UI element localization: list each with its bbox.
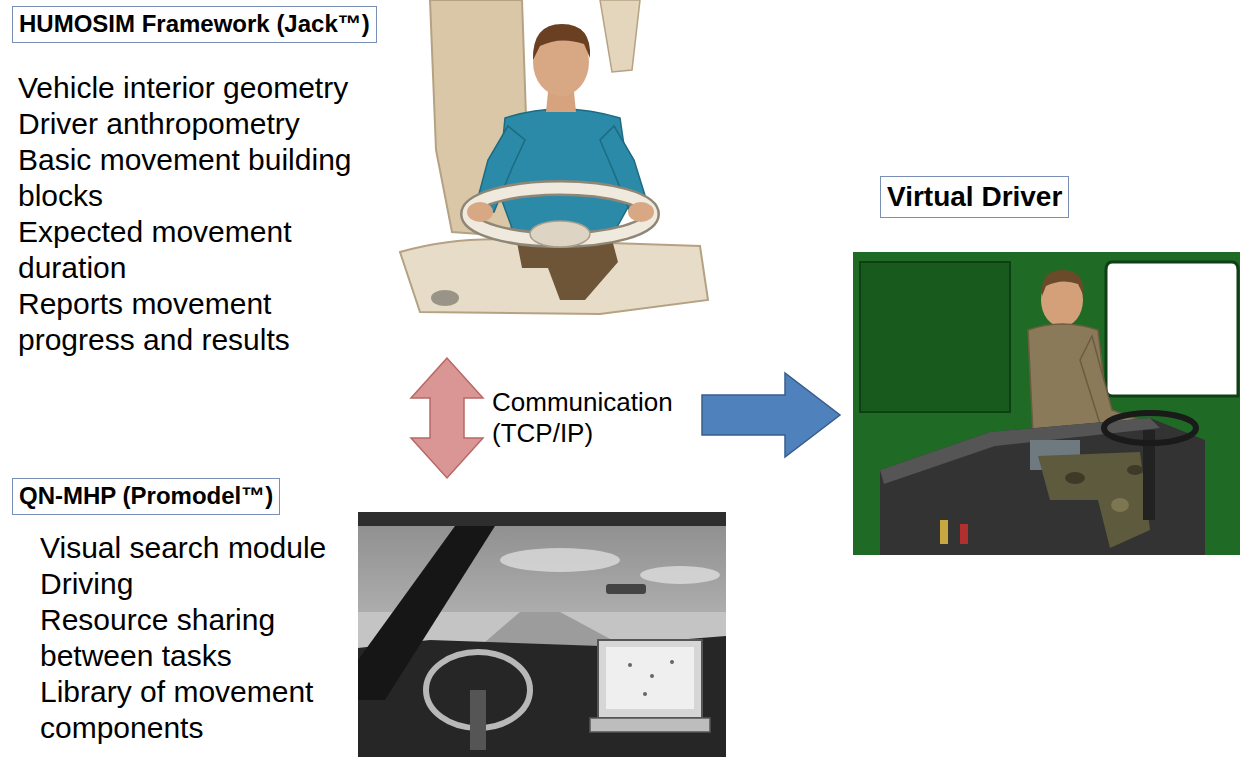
framework-title: Virtual Driver — [880, 176, 1069, 218]
cloud — [640, 566, 720, 584]
wheel-column — [470, 690, 486, 750]
feature-item: Visual search module — [40, 530, 358, 566]
laptop — [598, 640, 702, 718]
cab-window — [1106, 262, 1238, 396]
screen-dot — [650, 674, 654, 678]
screen-dot — [670, 660, 674, 664]
wheel-hub — [530, 221, 590, 247]
truck-dashboard — [880, 418, 1205, 555]
cab-wall — [853, 252, 1240, 555]
camo-spot — [1127, 465, 1143, 475]
right-hand — [628, 202, 654, 222]
laptop-screen — [606, 647, 694, 709]
node-group: HUMOSIM Framework (Jack™) Vehicle interio… — [12, 6, 702, 358]
feature-item: Expected movement duration — [18, 214, 390, 286]
lever — [940, 520, 948, 544]
mirror — [606, 584, 646, 594]
sky — [358, 512, 726, 757]
feature-list: Visual search moduleDrivingResource shar… — [40, 530, 358, 746]
driver-legs — [1038, 452, 1150, 548]
laptop-base — [590, 718, 710, 732]
camo-spot — [1111, 498, 1129, 512]
simulator-photo — [358, 512, 726, 757]
jack-driver-figure — [400, 0, 708, 314]
feature-item: Basic movement building blocks — [18, 142, 390, 214]
feature-item: Driver anthropometry — [18, 106, 390, 142]
screen-dot — [628, 663, 632, 667]
node-group: Virtual Driver — [840, 176, 1240, 556]
feature-list: Vehicle interior geometryDriver anthropo… — [18, 70, 390, 358]
lever — [960, 524, 968, 544]
feature-item: Resource sharing between tasks — [40, 602, 358, 674]
left-hand — [467, 202, 493, 222]
truck-cab-scene — [853, 252, 1240, 555]
hair — [533, 24, 590, 60]
truck-steering-wheel — [1104, 413, 1196, 443]
cloud — [500, 548, 620, 572]
feature-item: Vehicle interior geometry — [18, 70, 390, 106]
a-pillar — [358, 526, 495, 700]
feature-item: Library of movement components — [40, 674, 358, 746]
camo-spot — [1065, 472, 1085, 484]
connection-label: Communication (TCP/IP) — [492, 387, 692, 449]
screen-dot — [643, 692, 647, 696]
feature-item: Reports movement progress and results — [18, 286, 390, 358]
framework-title: QN-MHP (Promodel™) — [12, 478, 280, 515]
framework-title: HUMOSIM Framework (Jack™) — [12, 6, 377, 43]
double-arrow — [411, 358, 483, 478]
feature-item: Driving — [40, 566, 358, 602]
door-panel — [860, 262, 1010, 412]
pedal — [431, 290, 459, 306]
ceiling — [358, 512, 726, 526]
pillar — [600, 0, 640, 72]
block-arrow — [702, 373, 840, 457]
driver-hair — [1042, 270, 1083, 296]
node-group: QN-MHP (Promodel™) Visual search moduleDr… — [12, 478, 726, 746]
